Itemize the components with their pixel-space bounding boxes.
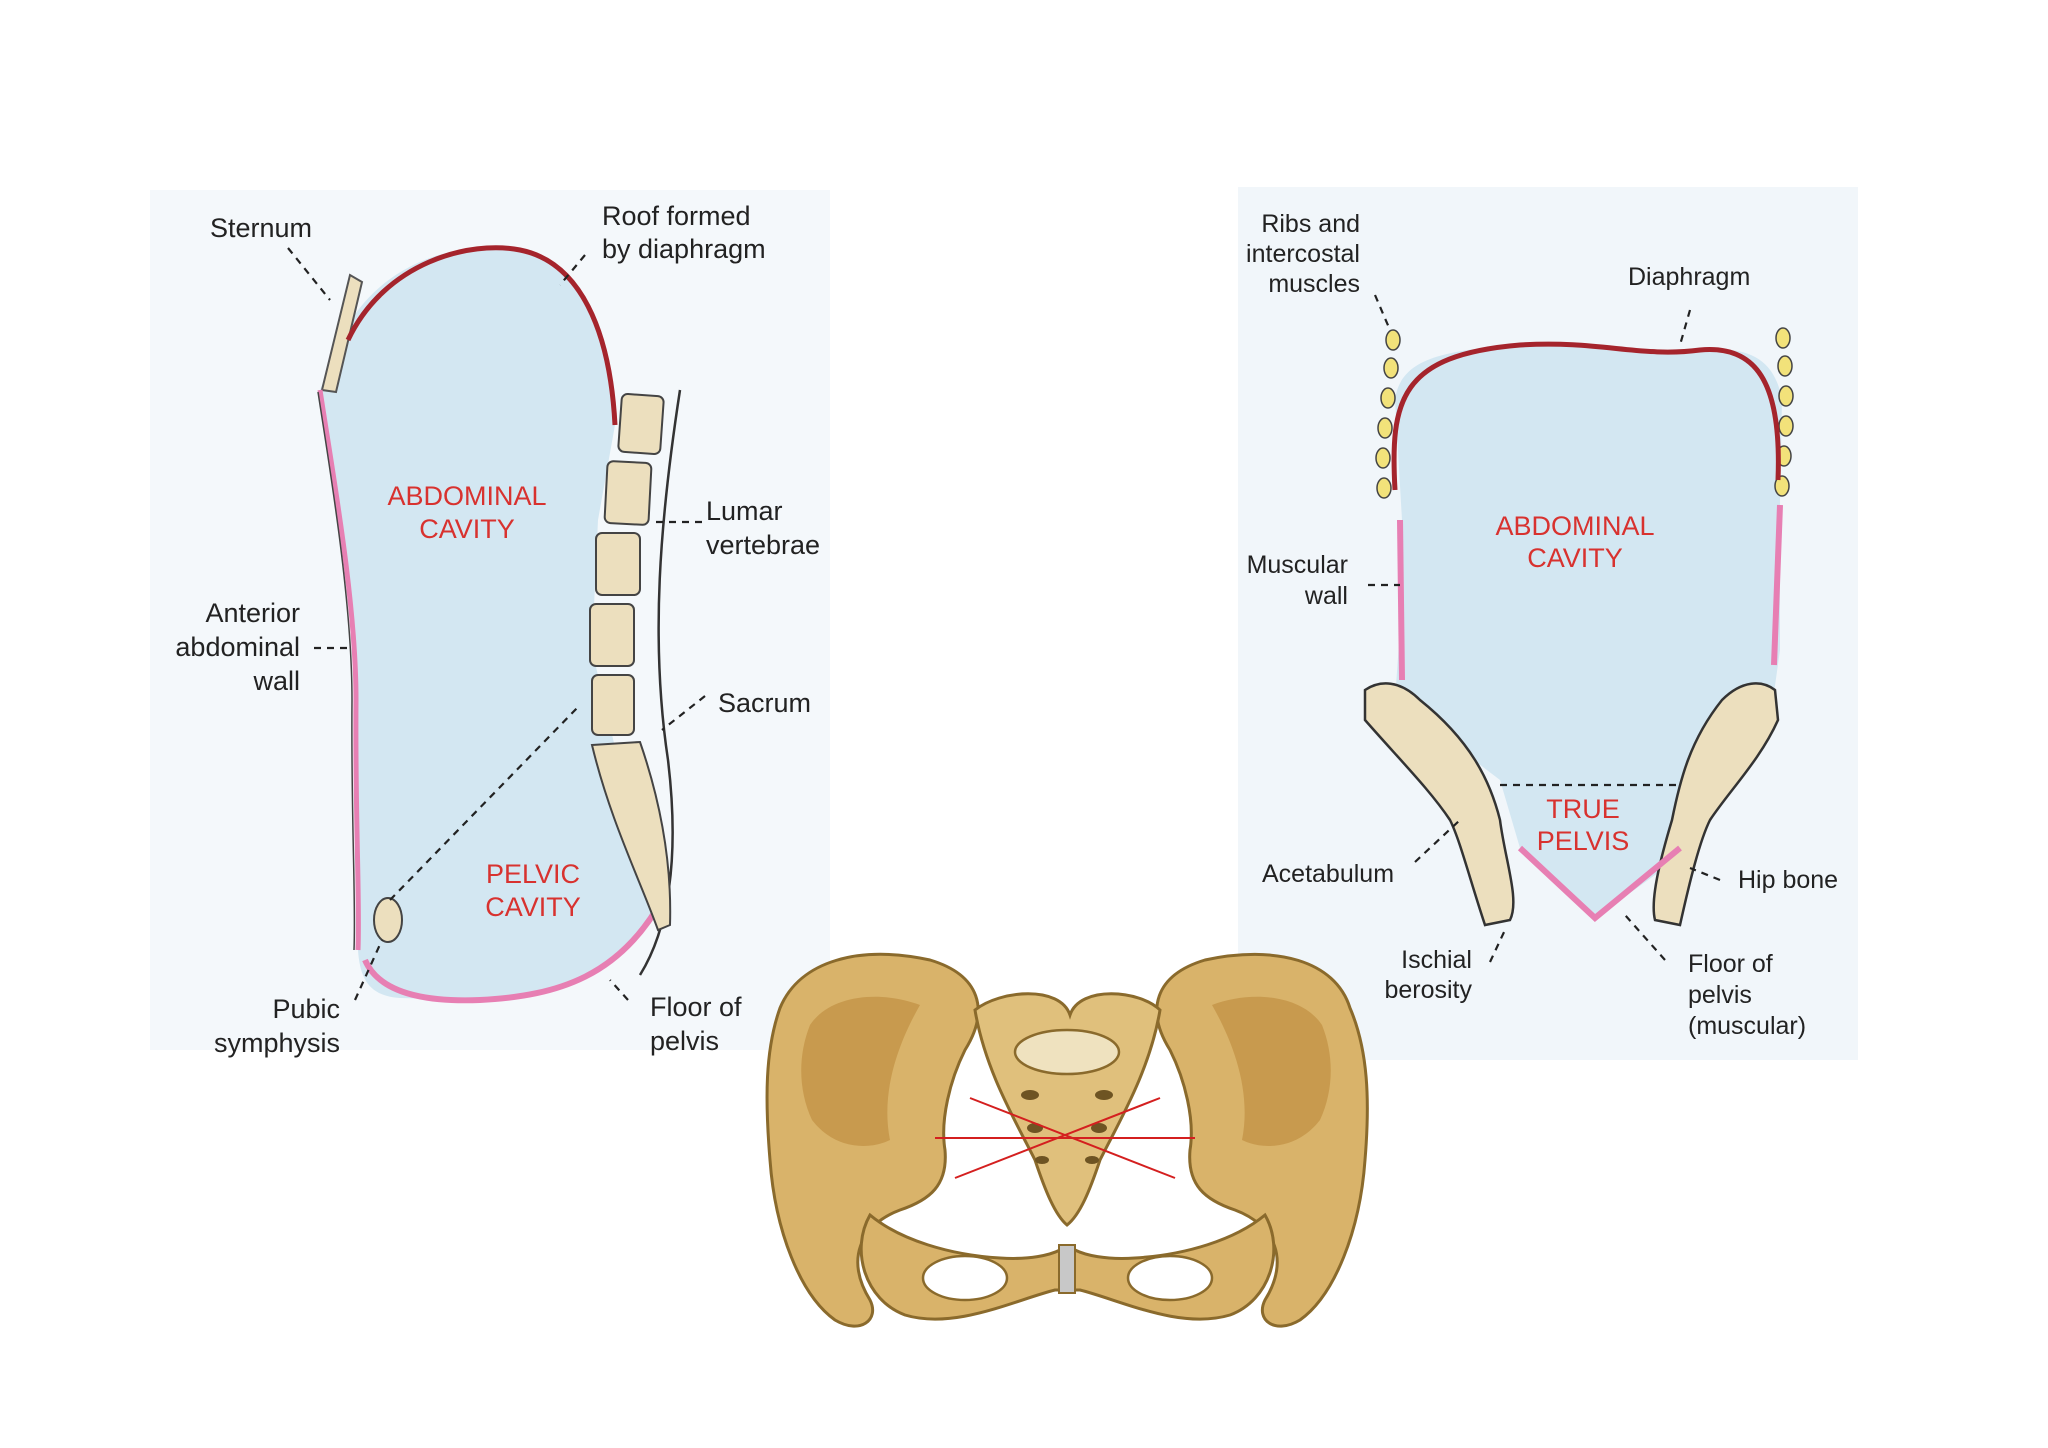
label-muscular-line1: Muscular (1247, 551, 1348, 579)
label-right-abdominal-cavity-line2: CAVITY (1527, 543, 1623, 573)
lumbar-vertebrae (589, 393, 665, 736)
pelvic-diameter-lines (935, 1097, 1195, 1179)
hip-bone-right (1652, 682, 1780, 927)
left-obturator-foramen (921, 1254, 1009, 1302)
label-roof-line1: Roof formed (602, 201, 751, 231)
hip-bone-left (1363, 682, 1515, 927)
pubic-symphysis-disc (1058, 1244, 1076, 1294)
label-hip-bone: Hip bone (1738, 866, 1838, 894)
anterior-abdominal-wall-line (317, 389, 361, 951)
muscular-wall-right (1771, 504, 1783, 666)
diaphragm-line (1391, 341, 1781, 491)
label-pubic-line1: Pubic (272, 994, 340, 1024)
pubic-symphysis-bone (373, 897, 403, 943)
pelvis-bone-illustration (765, 953, 1369, 1328)
label-floor-muscular-line3: (muscular) (1688, 1012, 1806, 1040)
sacrum-leader (661, 695, 706, 731)
label-floor-line1: Floor of (650, 992, 742, 1022)
label-right-abdominal-cavity-line1: ABDOMINAL (1495, 511, 1654, 541)
anterior-wall-outline (317, 391, 356, 951)
right-obturator-foramen (1126, 1254, 1214, 1302)
floor-leader (609, 979, 629, 1001)
muscular-wall-left (1397, 519, 1405, 681)
ischial-leader (1489, 929, 1506, 963)
label-sternum: Sternum (210, 213, 312, 243)
label-true-pelvis-line1: TRUE (1546, 794, 1620, 824)
diaphragm-roof-line (345, 245, 618, 426)
ribs-leader (1373, 294, 1392, 331)
label-anterior-line1: Anterior (205, 598, 300, 628)
label-abdominal-cavity-line1: ABDOMINAL (387, 481, 546, 511)
roof-leader (559, 254, 586, 286)
left-ilium-fossa (801, 996, 920, 1146)
label-pelvic-cavity-line1: PELVIC (486, 859, 580, 889)
coronal-section-diagram: Ribs and intercostal muscles Diaphragm M… (1238, 187, 1858, 1060)
label-lumbar-line2: vertebrae (706, 530, 820, 560)
ribs-left (1375, 329, 1401, 499)
floor-muscular-leader (1624, 914, 1666, 961)
sternum-leader (287, 247, 331, 301)
abdominopelvic-cavity-left (320, 247, 660, 1000)
label-floor-line2: pelvis (650, 1026, 719, 1056)
label-ischial-line1: Ischial (1401, 946, 1472, 974)
label-muscular-line2: wall (1304, 582, 1348, 610)
diaphragm-leader (1678, 309, 1692, 346)
sacral-promontory (1013, 1028, 1121, 1076)
label-ischial-line2: berosity (1384, 976, 1472, 1004)
label-ribs-line2: intercostal (1246, 240, 1360, 268)
label-lumbar-line1: Lumar (706, 496, 783, 526)
label-pubic-line2: symphysis (214, 1028, 340, 1058)
label-acetabulum: Acetabulum (1262, 860, 1394, 888)
label-roof-line2: by diaphragm (602, 234, 766, 264)
label-anterior-line2: abdominal (175, 632, 300, 662)
label-ribs-line1: Ribs and (1261, 210, 1360, 238)
label-floor-muscular-line2: pelvis (1688, 981, 1752, 1009)
label-ribs-line3: muscles (1268, 270, 1360, 298)
label-floor-muscular-line1: Floor of (1688, 950, 1773, 978)
sagittal-section-diagram: Sternum Roof formed by diaphragm Lumar v… (150, 190, 830, 1058)
label-diaphragm: Diaphragm (1628, 263, 1750, 291)
hip-bone-leader (1689, 866, 1721, 882)
pelvic-floor-muscular-line (1517, 845, 1682, 922)
sternum-bone (320, 273, 364, 394)
right-ilium-fossa (1212, 996, 1331, 1146)
label-anterior-line3: wall (252, 666, 300, 696)
sacrum-bone (590, 740, 672, 932)
label-pelvic-cavity-line2: CAVITY (485, 892, 581, 922)
label-sacrum: Sacrum (718, 688, 811, 718)
acetabulum-leader (1414, 819, 1461, 863)
pubic-leader (353, 939, 384, 1001)
sacral-foramina (1021, 1090, 1113, 1164)
label-abdominal-cavity-line2: CAVITY (419, 514, 515, 544)
pelvic-floor-line (362, 898, 665, 1004)
pelvic-inlet-dashed-line[interactable] (389, 704, 581, 901)
label-true-pelvis-line2: PELVIS (1537, 826, 1630, 856)
ribs-right (1774, 327, 1794, 497)
